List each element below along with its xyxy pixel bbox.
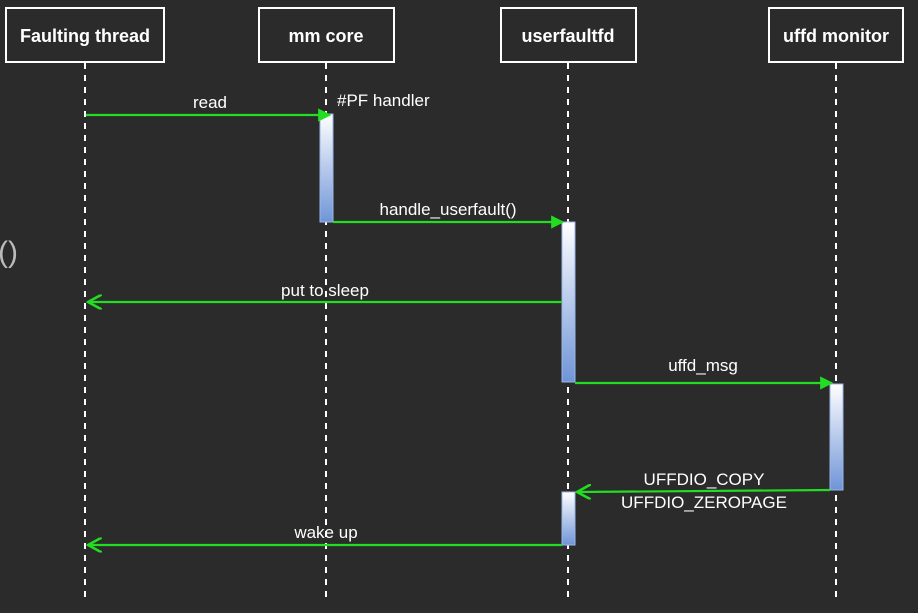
message-uffd-msg-label: uffd_msg — [668, 356, 738, 375]
participant-faulting-thread: Faulting thread — [5, 7, 165, 63]
pf-handler-annotation: #PF handler — [337, 91, 430, 110]
message-uffdio-zeropage-label: UFFDIO_ZEROPAGE — [621, 493, 787, 512]
participant-uffd-monitor: uffd monitor — [768, 7, 904, 63]
participant-label: userfaultfd — [521, 26, 614, 46]
activation-uffd-monitor — [829, 383, 844, 491]
participant-label: Faulting thread — [20, 26, 150, 46]
participant-userfaultfd: userfaultfd — [500, 7, 637, 63]
message-put-to-sleep-label: put to sleep — [281, 281, 369, 300]
message-wake-up-label: wake up — [293, 523, 357, 542]
participant-label: uffd monitor — [783, 26, 889, 46]
activation-mm-core — [319, 113, 334, 223]
message-handle-userfault-label: handle_userfault() — [379, 200, 516, 219]
activation-userfaultfd-1 — [561, 221, 576, 383]
stray-parentheses-text: () — [0, 236, 18, 269]
participant-mm-core: mm core — [258, 7, 395, 63]
message-uffdio-arrow — [577, 490, 831, 492]
activation-userfaultfd-2 — [561, 491, 576, 546]
message-read-label: read — [193, 93, 227, 112]
participant-label: mm core — [288, 26, 363, 46]
message-uffdio-copy-label: UFFDIO_COPY — [644, 470, 765, 489]
